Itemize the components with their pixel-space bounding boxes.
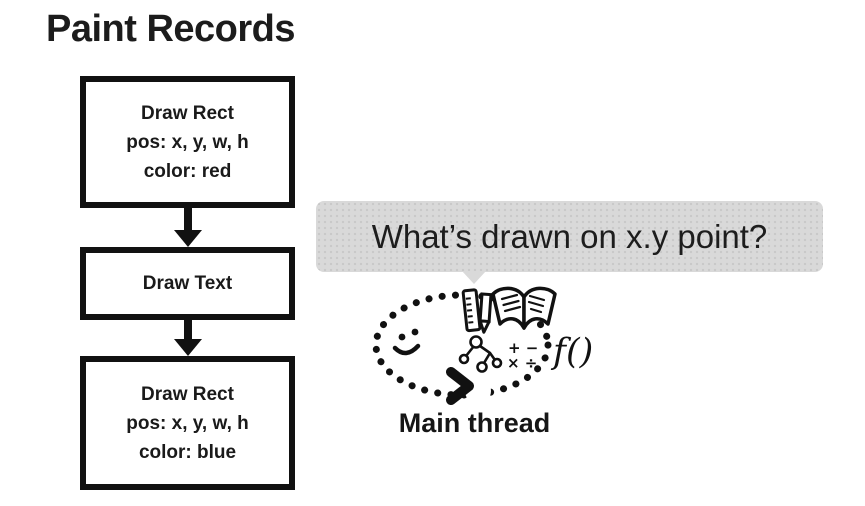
math-plus-minus: + −: [508, 339, 538, 357]
paint-records-flowchart: Draw Rect pos: x, y, w, h color: red Dra…: [80, 76, 295, 490]
record-color-label: color: blue: [138, 441, 237, 463]
speech-bubble-tail: [462, 271, 486, 284]
book-icon: [491, 286, 557, 330]
question-speech-bubble: What’s drawn on x.y point?: [316, 201, 823, 284]
record-pos-label: pos: x, y, w, h: [126, 131, 249, 153]
flow-arrow-1: [80, 208, 295, 247]
main-thread-doodle: + − × ÷ f(): [372, 286, 593, 405]
function-icon: f(): [550, 332, 593, 372]
flow-arrow-2: [80, 320, 295, 356]
record-color-label: color: red: [143, 160, 232, 182]
paint-record-box-draw-rect-blue: Draw Rect pos: x, y, w, h color: blue: [80, 356, 295, 490]
main-thread-label: Main thread: [398, 408, 551, 438]
record-op-label: Draw Text: [142, 273, 233, 294]
math-times-divide: × ÷: [507, 354, 537, 372]
arrow-shaft: [183, 320, 192, 339]
smiley-face-icon: [392, 328, 421, 356]
dom-tree-icon: [458, 335, 503, 373]
question-text: What’s drawn on x.y point?: [371, 217, 768, 255]
loop-arrowhead-icon: [446, 367, 474, 405]
pencil-icon: [478, 292, 493, 334]
ruler-icon: [461, 288, 482, 333]
arrow-shaft: [183, 208, 192, 230]
math-symbols-icon: + − × ÷: [507, 339, 538, 372]
page-title: Paint Records: [46, 8, 296, 50]
paint-record-box-draw-rect-red: Draw Rect pos: x, y, w, h color: red: [80, 76, 295, 208]
paint-record-box-draw-text: Draw Text: [80, 247, 295, 320]
arrow-head-icon: [173, 339, 202, 356]
record-pos-label: pos: x, y, w, h: [126, 412, 249, 434]
record-op-label: Draw Rect: [141, 102, 234, 124]
arrow-head-icon: [173, 230, 202, 247]
record-op-label: Draw Rect: [141, 383, 234, 405]
